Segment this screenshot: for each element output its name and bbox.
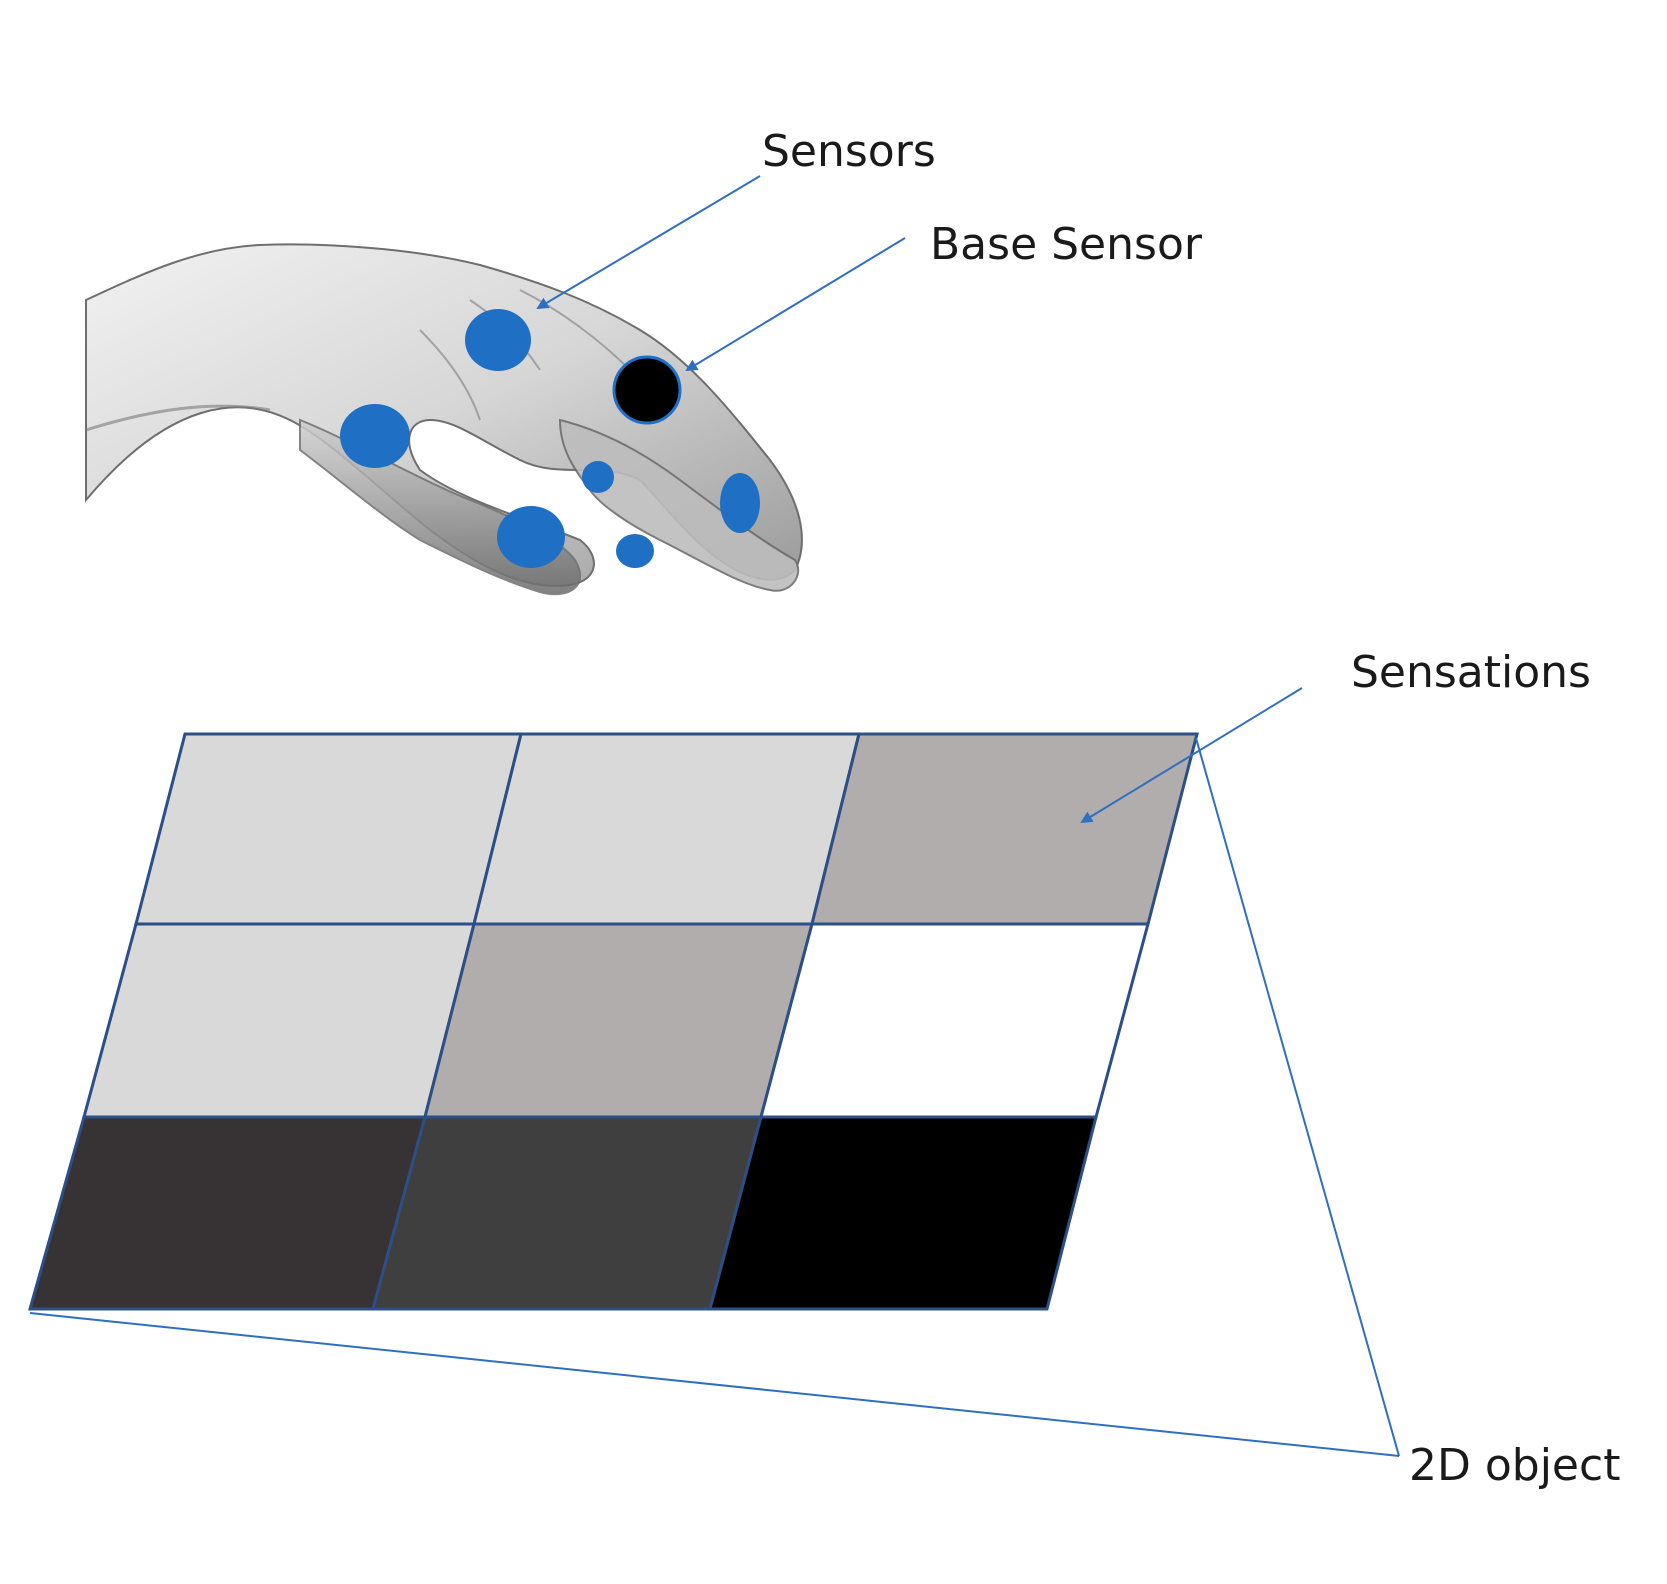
object-bracket-bottom	[29, 1312, 1400, 1457]
sensors-label: Sensors	[762, 126, 936, 177]
grid-cell	[371, 1115, 763, 1311]
grid-cell	[28, 1115, 427, 1311]
sensations-label: Sensations	[1351, 647, 1591, 698]
hand-fingers	[558, 418, 800, 592]
base-sensor-dot	[612, 355, 682, 425]
object-grid	[28, 732, 1199, 1311]
grid-cell	[134, 732, 523, 926]
base-sensor-label: Base Sensor	[930, 219, 1203, 270]
base-sensor-arrow	[685, 237, 906, 372]
sensor-dot	[497, 506, 565, 568]
sensor-dot	[720, 473, 760, 533]
sensor-dot	[582, 461, 614, 493]
sensations-arrow	[1080, 687, 1303, 824]
grid-cell	[810, 732, 1199, 926]
grid-cell	[708, 1115, 1098, 1311]
grid-cell	[759, 922, 1150, 1119]
grid-cell	[472, 732, 861, 926]
sensor-dots	[340, 309, 760, 568]
object-label: 2D object	[1409, 1440, 1620, 1491]
sensor-dot	[465, 309, 531, 371]
sensor-dot	[616, 534, 654, 568]
object-bracket-right	[1195, 737, 1400, 1457]
grid-cell	[423, 922, 814, 1119]
sensor-dot	[340, 404, 410, 468]
grid-cell	[82, 922, 476, 1119]
sensors-arrow	[536, 175, 761, 310]
hand-wrist-shadow	[85, 404, 271, 432]
hand-illustration	[85, 243, 803, 596]
annotation-lines	[29, 175, 1400, 1457]
